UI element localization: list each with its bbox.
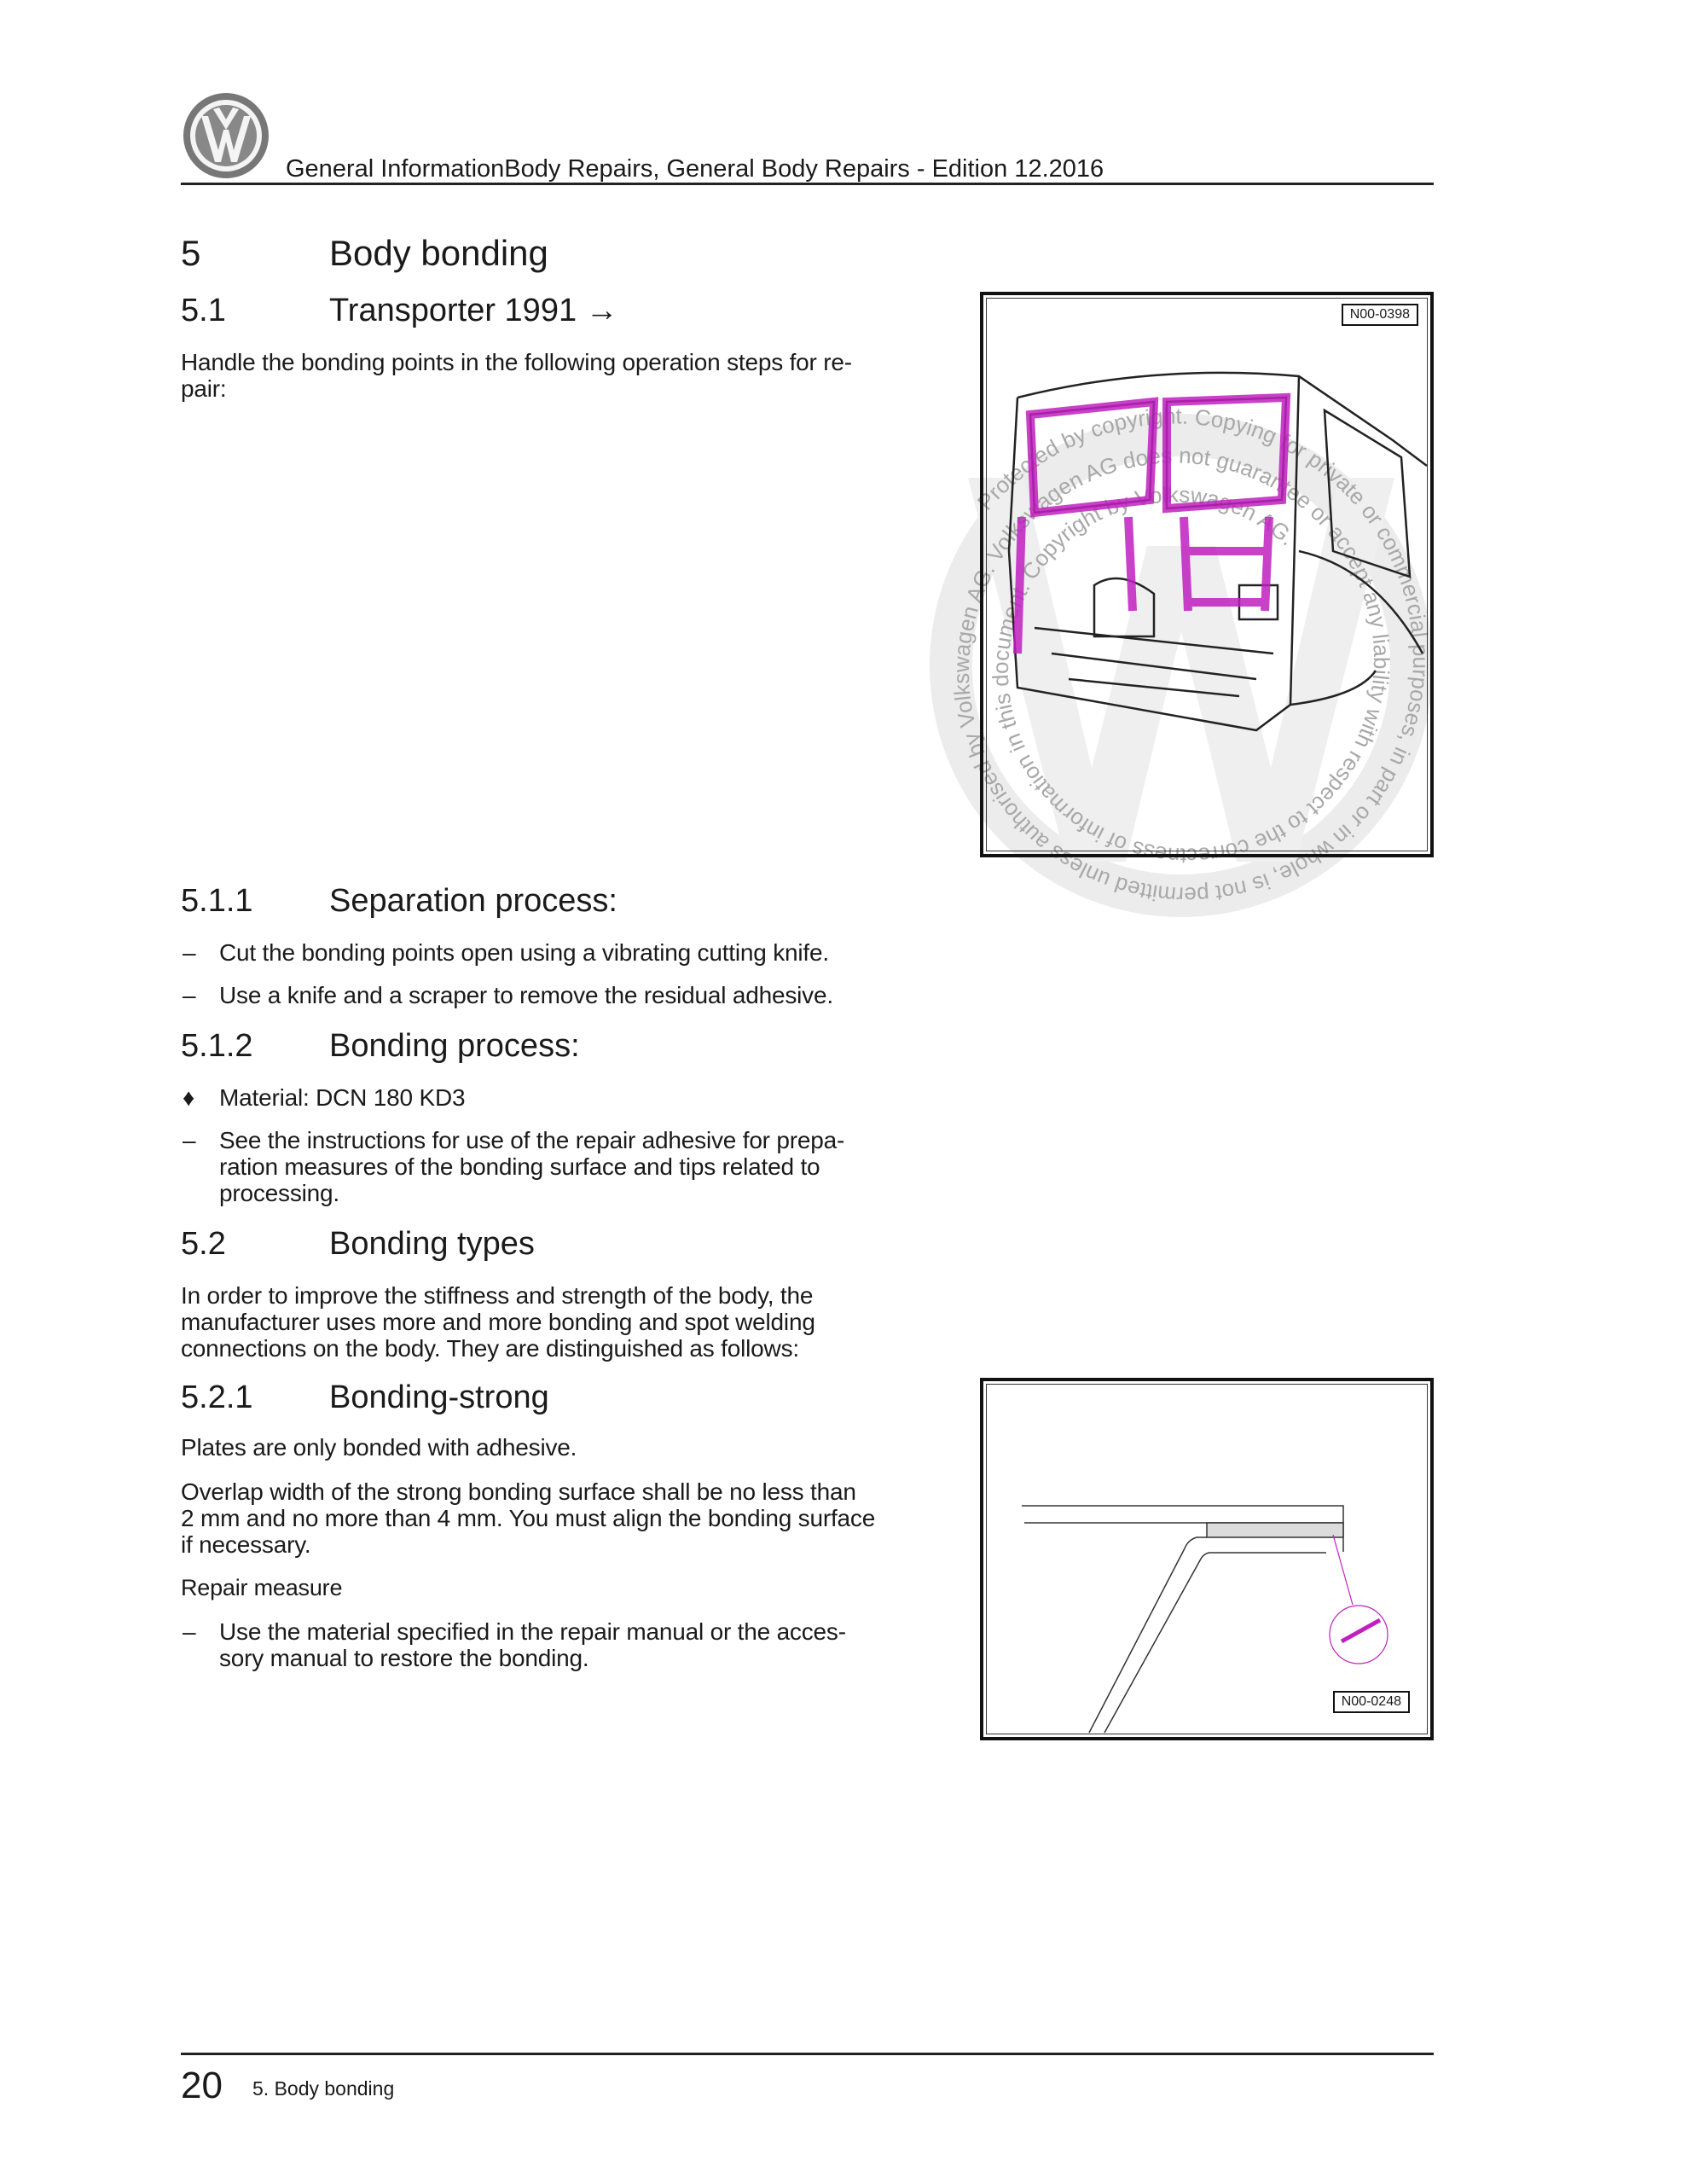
paragraph-line: Overlap width of the strong bonding surf… [181,1478,856,1505]
list-item: See the instructions for use of the repa… [219,1127,844,1206]
paragraph: Overlap width of the strong bonding surf… [181,1478,875,1558]
paragraph-line: if necessary. [181,1531,311,1558]
page-number: 20 [181,2065,223,2106]
header-rule [181,183,1434,185]
list-item-line: processing. [219,1180,339,1206]
subheading: Repair measure [181,1575,343,1600]
section-number: 5.1.1 [181,883,253,919]
vw-logo [183,93,269,178]
list-marker: – [183,982,196,1008]
paragraph-line: manufacturer uses more and more bonding … [181,1309,815,1335]
section-title: Transporter 1991 → [329,293,618,328]
paragraph: Handle the bonding points in the followi… [181,349,852,402]
paragraph-line: pair: [181,375,227,402]
header-title: General InformationBody Repairs, General… [286,155,1104,183]
list-marker: – [183,1618,196,1645]
figure-label: N00-0398 [1341,304,1418,326]
van-rear-drawing [1007,371,1428,732]
paragraph: In order to improve the stiffness and st… [181,1282,815,1362]
section-number: 5 [181,233,201,273]
section-title: Body bonding [329,233,548,273]
list-marker: – [183,1127,196,1153]
paragraph: Plates are only bonded with adhesive. [181,1434,577,1461]
figure-van-rear-bonding: N00-0398 [980,292,1434,857]
section-number: 5.2 [181,1226,226,1262]
section-number: 5.1.2 [181,1028,253,1064]
figure-label: N00-0248 [1332,1691,1410,1713]
list-item-line: See the instructions for use of the repa… [219,1127,845,1153]
list-item: Cut the bonding points open using a vibr… [219,939,829,966]
section-title: Bonding-strong [329,1380,549,1415]
section-number: 5.1 [181,293,226,328]
paragraph-line: 2 mm and no more than 4 mm. You must ali… [181,1505,876,1531]
list-item-line: sory manual to restore the bonding. [219,1645,589,1671]
section-number: 5.2.1 [181,1380,253,1415]
footer-section-label: 5. Body bonding [252,2077,395,2100]
paragraph-line: connections on the body. They are distin… [181,1335,799,1362]
diamond-bullet-icon: ♦ [183,1084,195,1111]
list-item: Use the material specified in the repair… [219,1618,846,1671]
section-title: Separation process: [329,883,617,919]
paragraph-line: In order to improve the stiffness and st… [181,1282,814,1309]
section-title: Bonding types [329,1226,535,1262]
list-item-line: ration measures of the bonding surface a… [219,1153,820,1180]
list-item-line: Use the material specified in the repair… [219,1618,846,1645]
list-marker: – [183,939,196,966]
paragraph-line: Handle the bonding points in the followi… [181,349,852,375]
figure-bonding-cross-section: N00-0248 [980,1378,1434,1740]
list-item: Use a knife and a scraper to remove the … [219,982,833,1008]
cross-section-drawing [1022,1505,1388,1734]
material-item: Material: DCN 180 KD3 [219,1084,466,1111]
section-title: Bonding process: [329,1028,580,1064]
footer-rule [181,2053,1434,2055]
